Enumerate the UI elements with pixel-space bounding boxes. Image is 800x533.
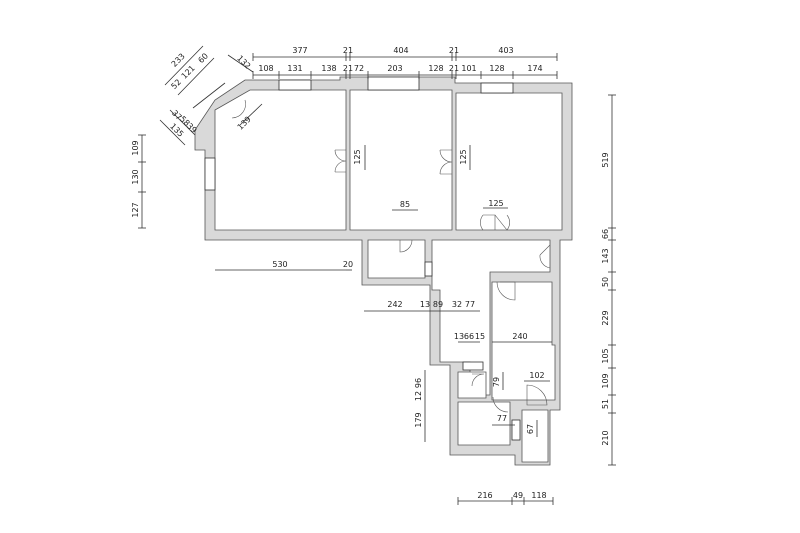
window <box>511 419 521 441</box>
dim-label: 229 <box>601 310 610 325</box>
door-arc <box>492 396 509 413</box>
room-3 <box>455 92 563 231</box>
dim-label: 240 <box>512 332 527 341</box>
window <box>367 76 420 91</box>
window <box>462 361 484 371</box>
room-6 <box>457 401 511 446</box>
dim-label: 60 <box>196 51 210 65</box>
dim-label: 96 <box>414 378 423 388</box>
dim-label: 233 <box>170 52 187 69</box>
dim-label: 109 <box>131 140 140 155</box>
dim-label: 67 <box>526 424 535 434</box>
dim-label: 127 <box>131 202 140 217</box>
dim-label: 143 <box>601 248 610 263</box>
dim-label: 210 <box>601 430 610 445</box>
window <box>480 82 514 94</box>
door-arc <box>399 239 413 253</box>
dim-label: 21 <box>449 46 459 55</box>
dim-label: 128 <box>489 64 504 73</box>
doors <box>231 99 551 413</box>
door-arc <box>539 244 551 269</box>
window <box>278 79 312 91</box>
door-arc <box>439 149 453 175</box>
windows <box>192 76 521 441</box>
dim-label: 105 <box>601 348 610 363</box>
dim-label: 89 <box>433 300 443 309</box>
dim-label: 66 <box>601 229 610 239</box>
dim-label: 125 <box>488 199 503 208</box>
dim-label: 50 <box>601 277 610 287</box>
dim-label: 85 <box>400 200 410 209</box>
dim-label: 72 <box>354 64 364 73</box>
room-1 <box>214 89 347 231</box>
left-dimensions: 109 130 127 <box>131 134 146 229</box>
dim-label: 403 <box>498 46 513 55</box>
dim-label: 21 <box>449 64 459 73</box>
window <box>192 82 226 109</box>
door-arc <box>496 281 516 301</box>
dim-label: 66 <box>464 332 474 341</box>
dim-label: 128 <box>428 64 443 73</box>
dim-label: 132 <box>235 54 252 71</box>
door-arc <box>471 373 485 387</box>
top-dimensions: 377 21 404 21 403 108 131 138 21 72 203 … <box>252 46 558 79</box>
interior-dimensions: 125 125 85 125 530 20 242 13 89 32 77 13… <box>215 145 552 442</box>
dim-label: 101 <box>461 64 476 73</box>
room-7 <box>521 409 549 463</box>
dim-label: 51 <box>601 399 610 409</box>
dim-label: 125 <box>353 149 362 164</box>
dim-label: 77 <box>465 300 475 309</box>
dim-label: 130 <box>131 169 140 184</box>
door-arc <box>526 384 548 406</box>
dim-label: 12 <box>414 391 423 401</box>
dim-label: 77 <box>497 414 507 423</box>
door-arc <box>480 214 510 231</box>
bathroom <box>367 239 426 279</box>
dim-label: 125 <box>459 149 468 164</box>
right-dimensions: 519 66 143 50 229 105 109 51 210 <box>601 94 616 466</box>
dim-label: 179 <box>414 412 423 427</box>
dim-label: 118 <box>531 491 546 500</box>
dim-label: 13 <box>420 300 430 309</box>
dim-label: 242 <box>387 300 402 309</box>
dim-label: 13 <box>454 332 464 341</box>
dim-label: 20 <box>343 260 353 269</box>
door-arc <box>231 99 246 119</box>
window <box>204 157 216 191</box>
dim-label: 21 <box>343 64 353 73</box>
dim-label: 79 <box>492 377 501 387</box>
dim-label: 102 <box>529 371 544 380</box>
dim-label: 32 <box>452 300 462 309</box>
dim-label: 131 <box>287 64 302 73</box>
dim-label: 109 <box>601 373 610 388</box>
dim-label: 52 <box>169 77 183 91</box>
dim-label: 174 <box>527 64 542 73</box>
dim-label: 21 <box>343 46 353 55</box>
room-4 <box>491 281 556 401</box>
dim-label: 108 <box>258 64 273 73</box>
dim-label: 49 <box>513 491 523 500</box>
dim-label: 216 <box>477 491 492 500</box>
dim-label: 203 <box>387 64 402 73</box>
dim-label: 15 <box>475 332 485 341</box>
window <box>424 261 433 277</box>
dim-label: 404 <box>393 46 408 55</box>
door-arc <box>334 149 347 173</box>
dim-label: 377 <box>292 46 307 55</box>
dim-label: 530 <box>272 260 287 269</box>
dim-label: 519 <box>601 152 610 167</box>
walls <box>194 76 573 466</box>
bottom-dimensions: 216 49 118 <box>457 491 554 505</box>
dim-label: 138 <box>321 64 336 73</box>
